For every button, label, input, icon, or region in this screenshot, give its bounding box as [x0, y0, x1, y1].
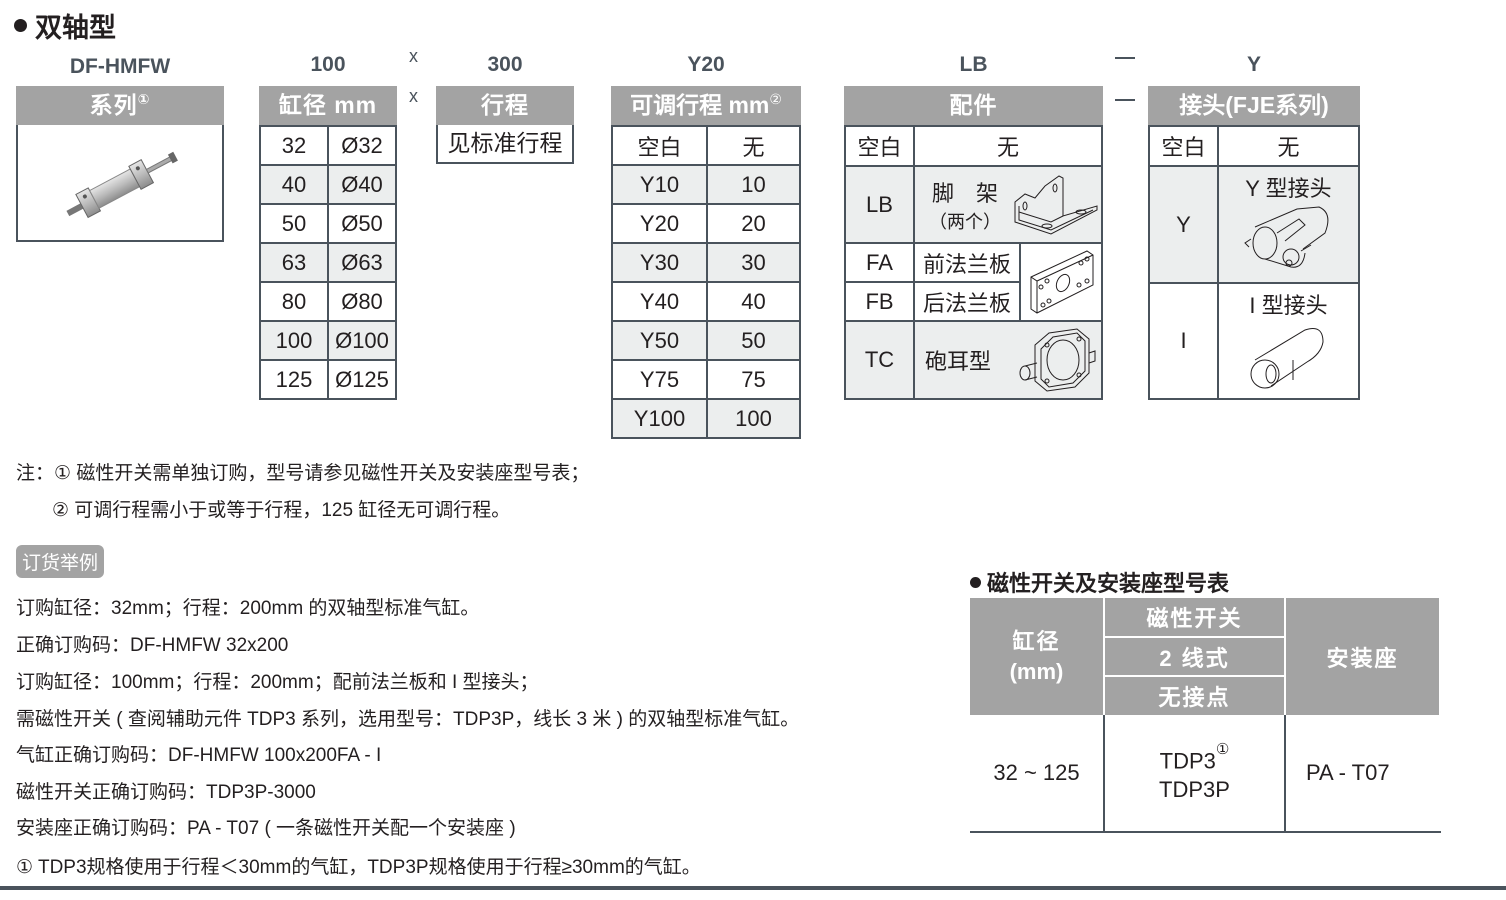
series-image-cell: [16, 125, 224, 242]
order-line-5: 气缸正确订购码：DF-HMFW 100x200FA - I: [16, 745, 382, 766]
series-header: 系列①: [16, 86, 224, 125]
foot-bracket-drawing: [1014, 174, 1098, 235]
stroke-header: 行程: [436, 86, 574, 125]
order-line-6: 磁性开关正确订购码：TDP3P-3000: [16, 782, 316, 803]
order-footnote: ① TDP3规格使用于行程＜30mm的气缸，TDP3P规格使用于行程≥30mm的…: [16, 857, 701, 878]
separator-x-top: x: [409, 46, 418, 66]
order-line-7: 安装座正确订购码：PA - T07 ( 一条磁性开关配一个安装座 ): [16, 818, 516, 839]
order-example-badge: 订货举例: [16, 545, 105, 578]
bullet-icon: [14, 19, 27, 32]
bullet-icon: [970, 576, 981, 588]
flange-plate-drawing: [1030, 250, 1094, 314]
order-line-2: 正确订购码：DF-HMFW 32x200: [16, 635, 289, 656]
section-title: 双轴型: [14, 6, 116, 45]
table-row: 空白 无: [844, 125, 1103, 167]
switch-cell-mount: PA - T07: [1306, 760, 1390, 785]
note-1: 注：① 磁性开关需单独订购，型号请参见磁性开关及安装座型号表；: [16, 463, 590, 484]
series-table: 系列①: [16, 86, 224, 242]
order-line-1: 订购缸径：32mm；行程：200mm 的双轴型标准气缸。: [16, 598, 480, 619]
table-row: Y Y 型接头: [1148, 165, 1360, 284]
switch-table-title: 磁性开关及安装座型号表: [970, 566, 1229, 598]
i-joint-drawing: [1250, 328, 1324, 389]
switch-header-wire: 2 线式: [1105, 638, 1284, 675]
separator-dash-header: [1115, 99, 1135, 101]
switch-header-switch: 磁性开关: [1105, 598, 1284, 636]
code-joint: Y: [1246, 53, 1261, 76]
switch-header-contact: 无接点: [1105, 677, 1284, 715]
bottom-divider: [0, 886, 1506, 890]
y-joint-drawing: [1243, 206, 1328, 268]
accessory-table: 空白 无 LB 脚 架 （两个）: [844, 125, 1103, 400]
table-row: 空白无: [611, 125, 801, 166]
order-line-4: 需磁性开关 ( 查阅辅助元件 TDP3 系列，选用型号：TDP3P，线长 3 米…: [16, 709, 800, 730]
joint-header: 接头(FJE系列): [1148, 86, 1360, 125]
switch-header-bore: 缸径 (mm): [970, 598, 1103, 715]
code-accessory: LB: [959, 53, 988, 76]
accessory-header: 配件: [844, 86, 1103, 125]
separator-dash-top: [1115, 57, 1135, 59]
table-row: FA 前法兰板: [844, 242, 1103, 322]
table-row: 空白 无: [1148, 125, 1360, 167]
table-row: FB 后法兰板: [844, 281, 1102, 322]
switch-header-mount: 安装座: [1286, 598, 1439, 715]
order-line-3: 订购缸径：100mm；行程：200mm；配前法兰板和 I 型接头；: [16, 672, 539, 693]
title-text: 双轴型: [35, 13, 116, 43]
code-stroke: 300: [487, 53, 523, 76]
code-adj-stroke: Y20: [687, 53, 725, 76]
separator-x-header: x: [409, 86, 418, 106]
switch-cell-model: TDP3① TDP3P: [1159, 741, 1230, 802]
code-series: DF-HMFW: [69, 55, 171, 78]
switch-cell-bore: 32 ~ 125: [993, 760, 1080, 785]
table-row: I I 型接头: [1148, 282, 1360, 400]
double-rod-cylinder-image: [66, 151, 178, 218]
trunnion-drawing: [1019, 328, 1096, 392]
table-row: TC 砲耳型: [844, 320, 1103, 400]
adj-stroke-header: 可调行程 mm②: [611, 86, 801, 125]
stroke-value: 见标准行程: [436, 125, 574, 164]
joint-table: 空白 无 Y Y 型接头: [1148, 125, 1360, 400]
note-2: ② 可调行程需小于或等于行程，125 缸径无可调行程。: [52, 500, 511, 521]
table-row: LB 脚 架 （两个）: [844, 165, 1103, 244]
bore-header: 缸径 mm: [259, 86, 397, 125]
code-bore: 100: [310, 53, 346, 76]
